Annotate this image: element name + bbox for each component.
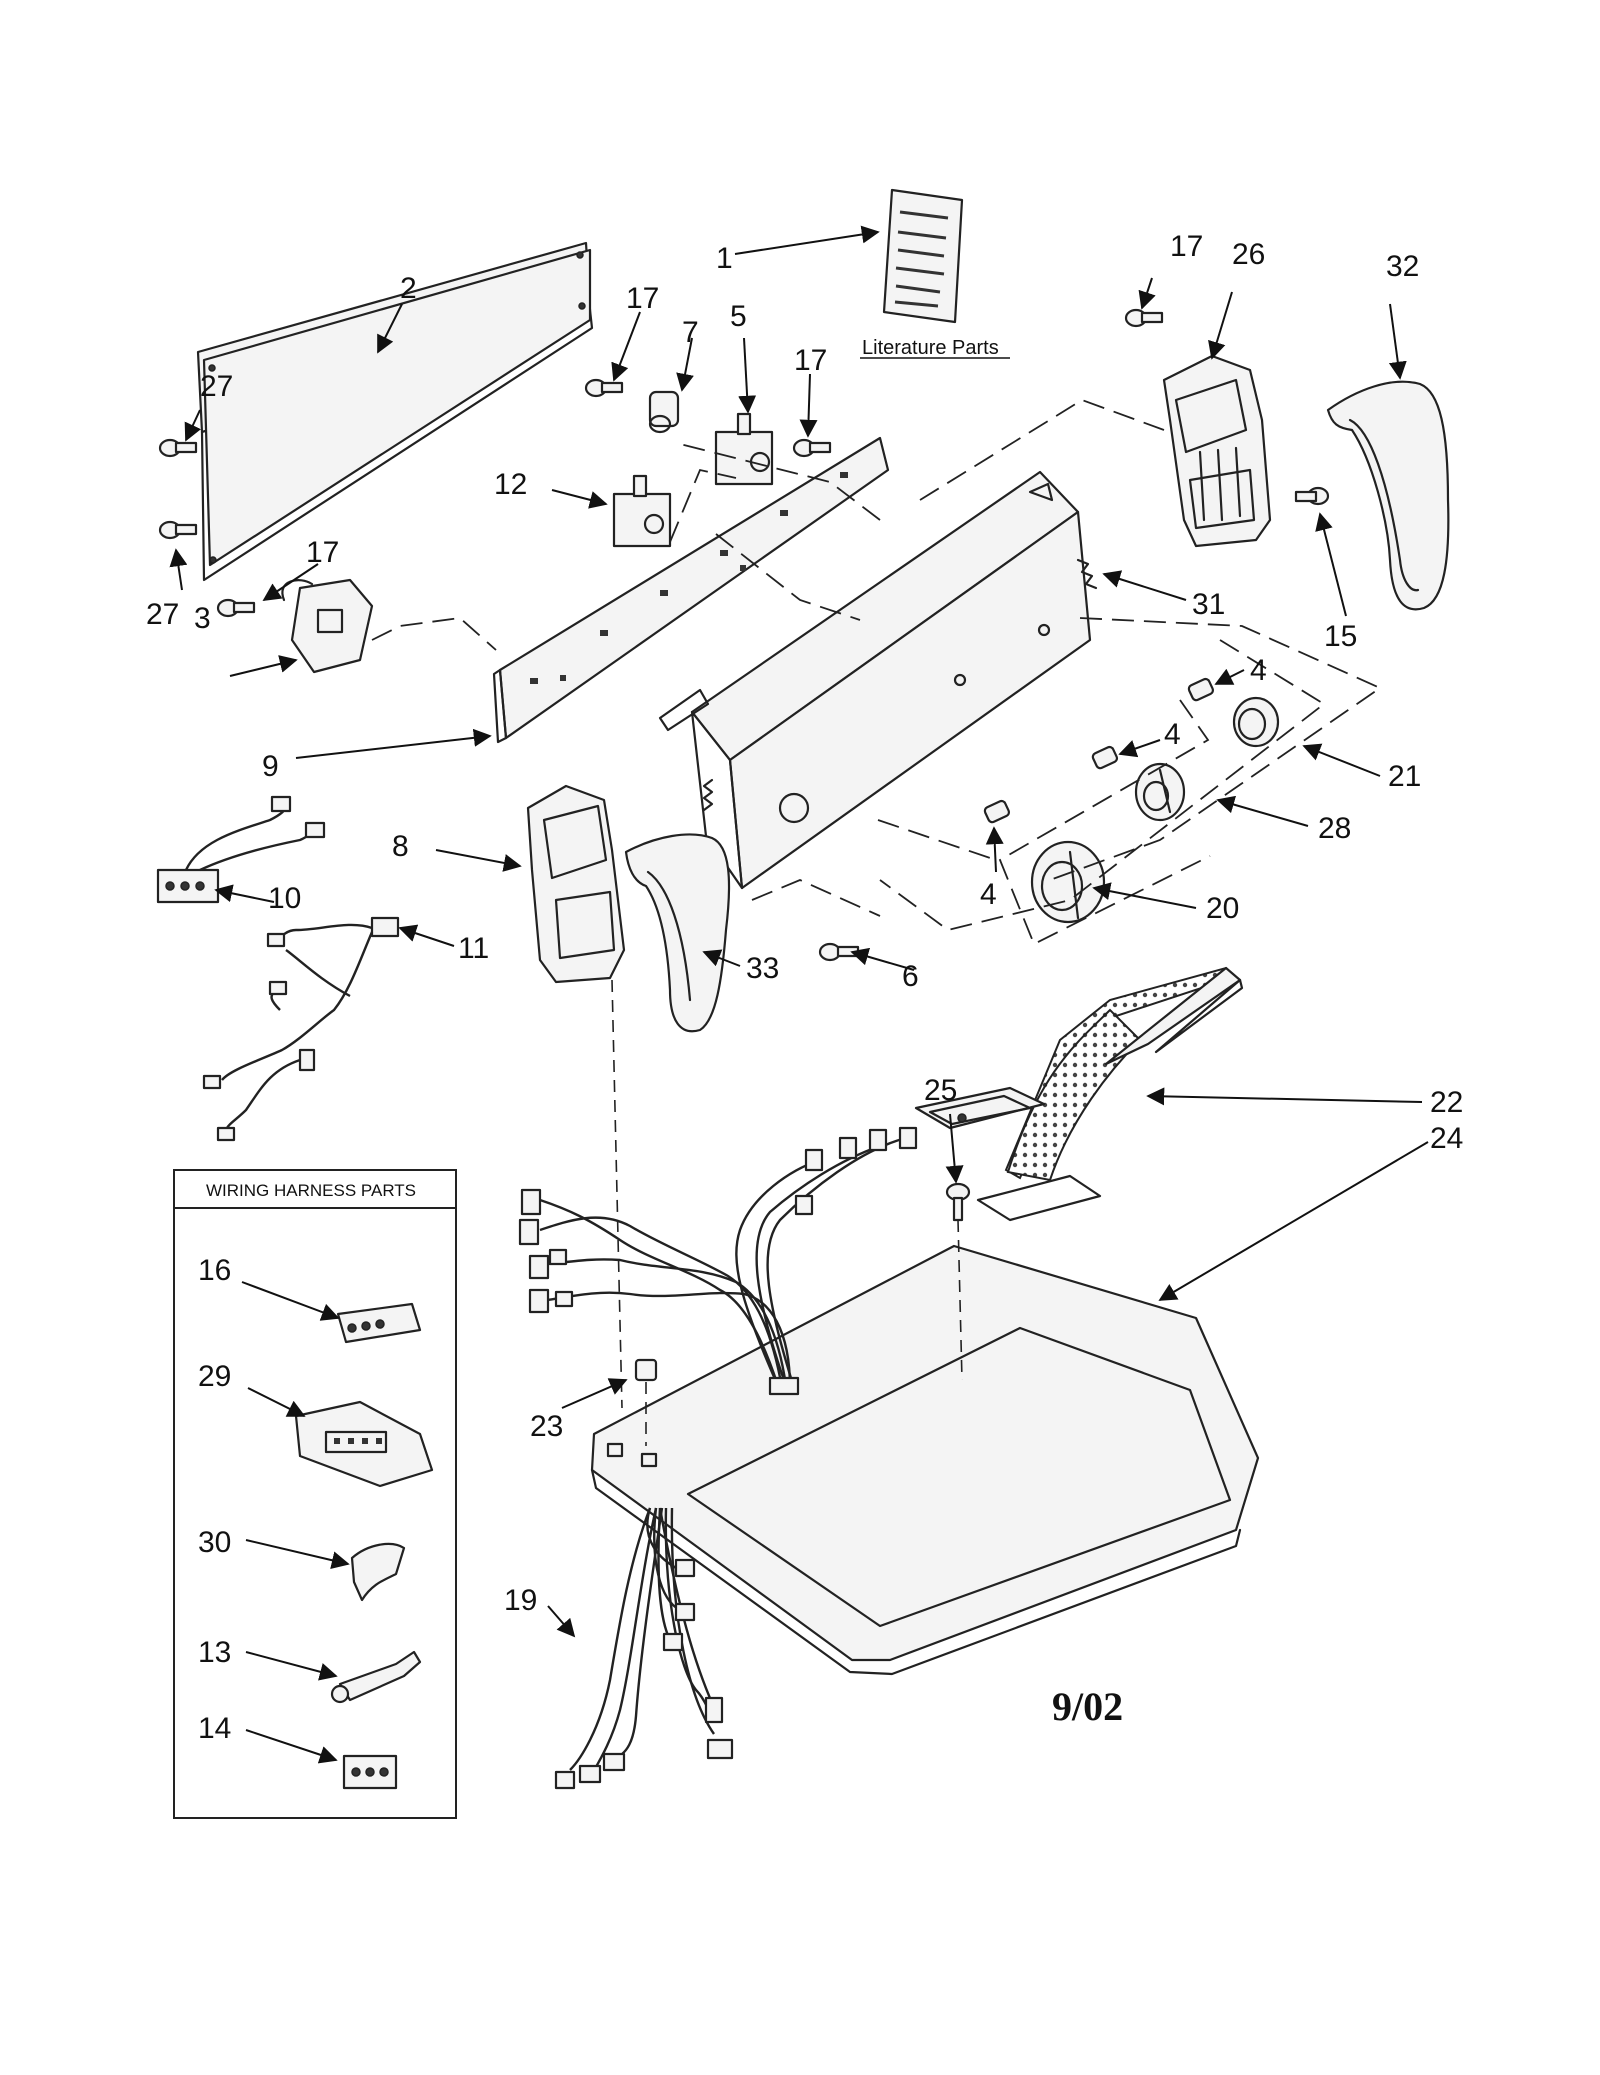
knob-insert-4-c (983, 799, 1011, 824)
screw-15 (1294, 486, 1330, 506)
harness-part-10 (156, 795, 326, 904)
callout-28: 28 (1318, 812, 1351, 845)
timer-part-3 (281, 578, 374, 674)
literature-parts-label: Literature Parts (862, 337, 999, 359)
callout-10: 10 (268, 882, 301, 915)
callout-24: 24 (1430, 1122, 1463, 1155)
end-cap-part-26 (1162, 354, 1272, 548)
screw-17-upper (584, 378, 624, 398)
callout-7: 7 (682, 316, 699, 349)
clip-part-7 (648, 390, 680, 434)
callout-4b: 4 (1164, 718, 1181, 751)
end-trim-part-32 (1326, 380, 1450, 611)
main-harness-upper (518, 1126, 918, 1396)
connector-part-16 (336, 1302, 422, 1344)
callout-11: 11 (458, 932, 489, 965)
callout-32: 32 (1386, 250, 1419, 283)
screw-27-top (158, 438, 198, 458)
callout-23: 23 (530, 1410, 563, 1443)
callout-5: 5 (730, 300, 747, 333)
callout-17d: 17 (1170, 230, 1203, 263)
grommet-part-23 (634, 1358, 658, 1446)
callout-4c: 4 (980, 878, 997, 911)
literature-card (882, 188, 964, 324)
knob-insert-4-b (1091, 745, 1119, 770)
knob-insert-4-a (1187, 677, 1215, 702)
end-cap-part-8 (526, 784, 626, 984)
leader-arrows (169, 225, 1429, 1764)
lint-screen-part-22 (976, 966, 1244, 1222)
knob-part-20 (1030, 840, 1106, 924)
switch-part-12 (612, 474, 672, 548)
clip-part-30 (350, 1542, 406, 1602)
callout-1: 1 (716, 242, 733, 275)
callout-3: 3 (194, 602, 211, 635)
diagram-date: 9/02 (1052, 1684, 1123, 1729)
terminal-part-13 (330, 1650, 422, 1704)
end-trim-part-33 (624, 833, 731, 1033)
callout-2: 2 (400, 272, 417, 305)
callout-29: 29 (198, 1360, 231, 1393)
harness-part-11 (202, 916, 400, 1142)
callout-14: 14 (198, 1712, 231, 1745)
screw-17-left (216, 598, 256, 618)
callout-15: 15 (1324, 620, 1357, 653)
connector-block-part-29 (294, 1400, 434, 1488)
callout-16: 16 (198, 1254, 231, 1287)
callout-17a: 17 (306, 536, 339, 569)
callout-31: 31 (1192, 588, 1225, 621)
callout-20: 20 (1206, 892, 1239, 925)
knob-part-21 (1232, 696, 1280, 748)
top-cover-part-24 (590, 1244, 1260, 1676)
switch-part-5 (714, 412, 774, 486)
callout-21: 21 (1388, 760, 1421, 793)
callout-33: 33 (746, 952, 779, 985)
control-bracket-part-9 (492, 436, 890, 744)
screw-27-bottom (158, 520, 198, 540)
callout-12: 12 (494, 468, 527, 501)
callout-13: 13 (198, 1636, 231, 1669)
screw-6 (818, 942, 860, 962)
callout-17b: 17 (626, 282, 659, 315)
wiring-harness-parts-box (173, 1169, 457, 1819)
screw-17-right (1124, 308, 1164, 328)
callout-25: 25 (924, 1074, 957, 1107)
callout-8: 8 (392, 830, 409, 863)
connector-part-14 (342, 1754, 398, 1790)
assembly-dash-lines (371, 399, 1382, 1409)
rear-panel (196, 241, 594, 582)
callout-9: 9 (262, 750, 279, 783)
screw-part-25 (945, 1182, 971, 1381)
harness-part-19 (554, 1507, 734, 1790)
callout-27b: 27 (146, 598, 179, 631)
callout-numbers: 1 2 3 4 4 4 5 6 7 8 9 10 11 12 13 14 15 … (146, 230, 1463, 1745)
callout-17c: 17 (794, 344, 827, 377)
callout-6: 6 (902, 960, 919, 993)
console-panel-part-31 (658, 470, 1098, 890)
callout-22: 22 (1430, 1086, 1463, 1119)
callout-19: 19 (504, 1584, 537, 1617)
callout-27a: 27 (200, 370, 233, 403)
wiring-harness-parts-title: WIRING HARNESS PARTS (206, 1181, 416, 1200)
lint-housing-opening (914, 1086, 1046, 1130)
callout-4a: 4 (1250, 654, 1267, 687)
screw-17-mid (792, 438, 832, 458)
callout-26: 26 (1232, 238, 1265, 271)
callout-30: 30 (198, 1526, 231, 1559)
knob-part-28 (1134, 762, 1186, 822)
